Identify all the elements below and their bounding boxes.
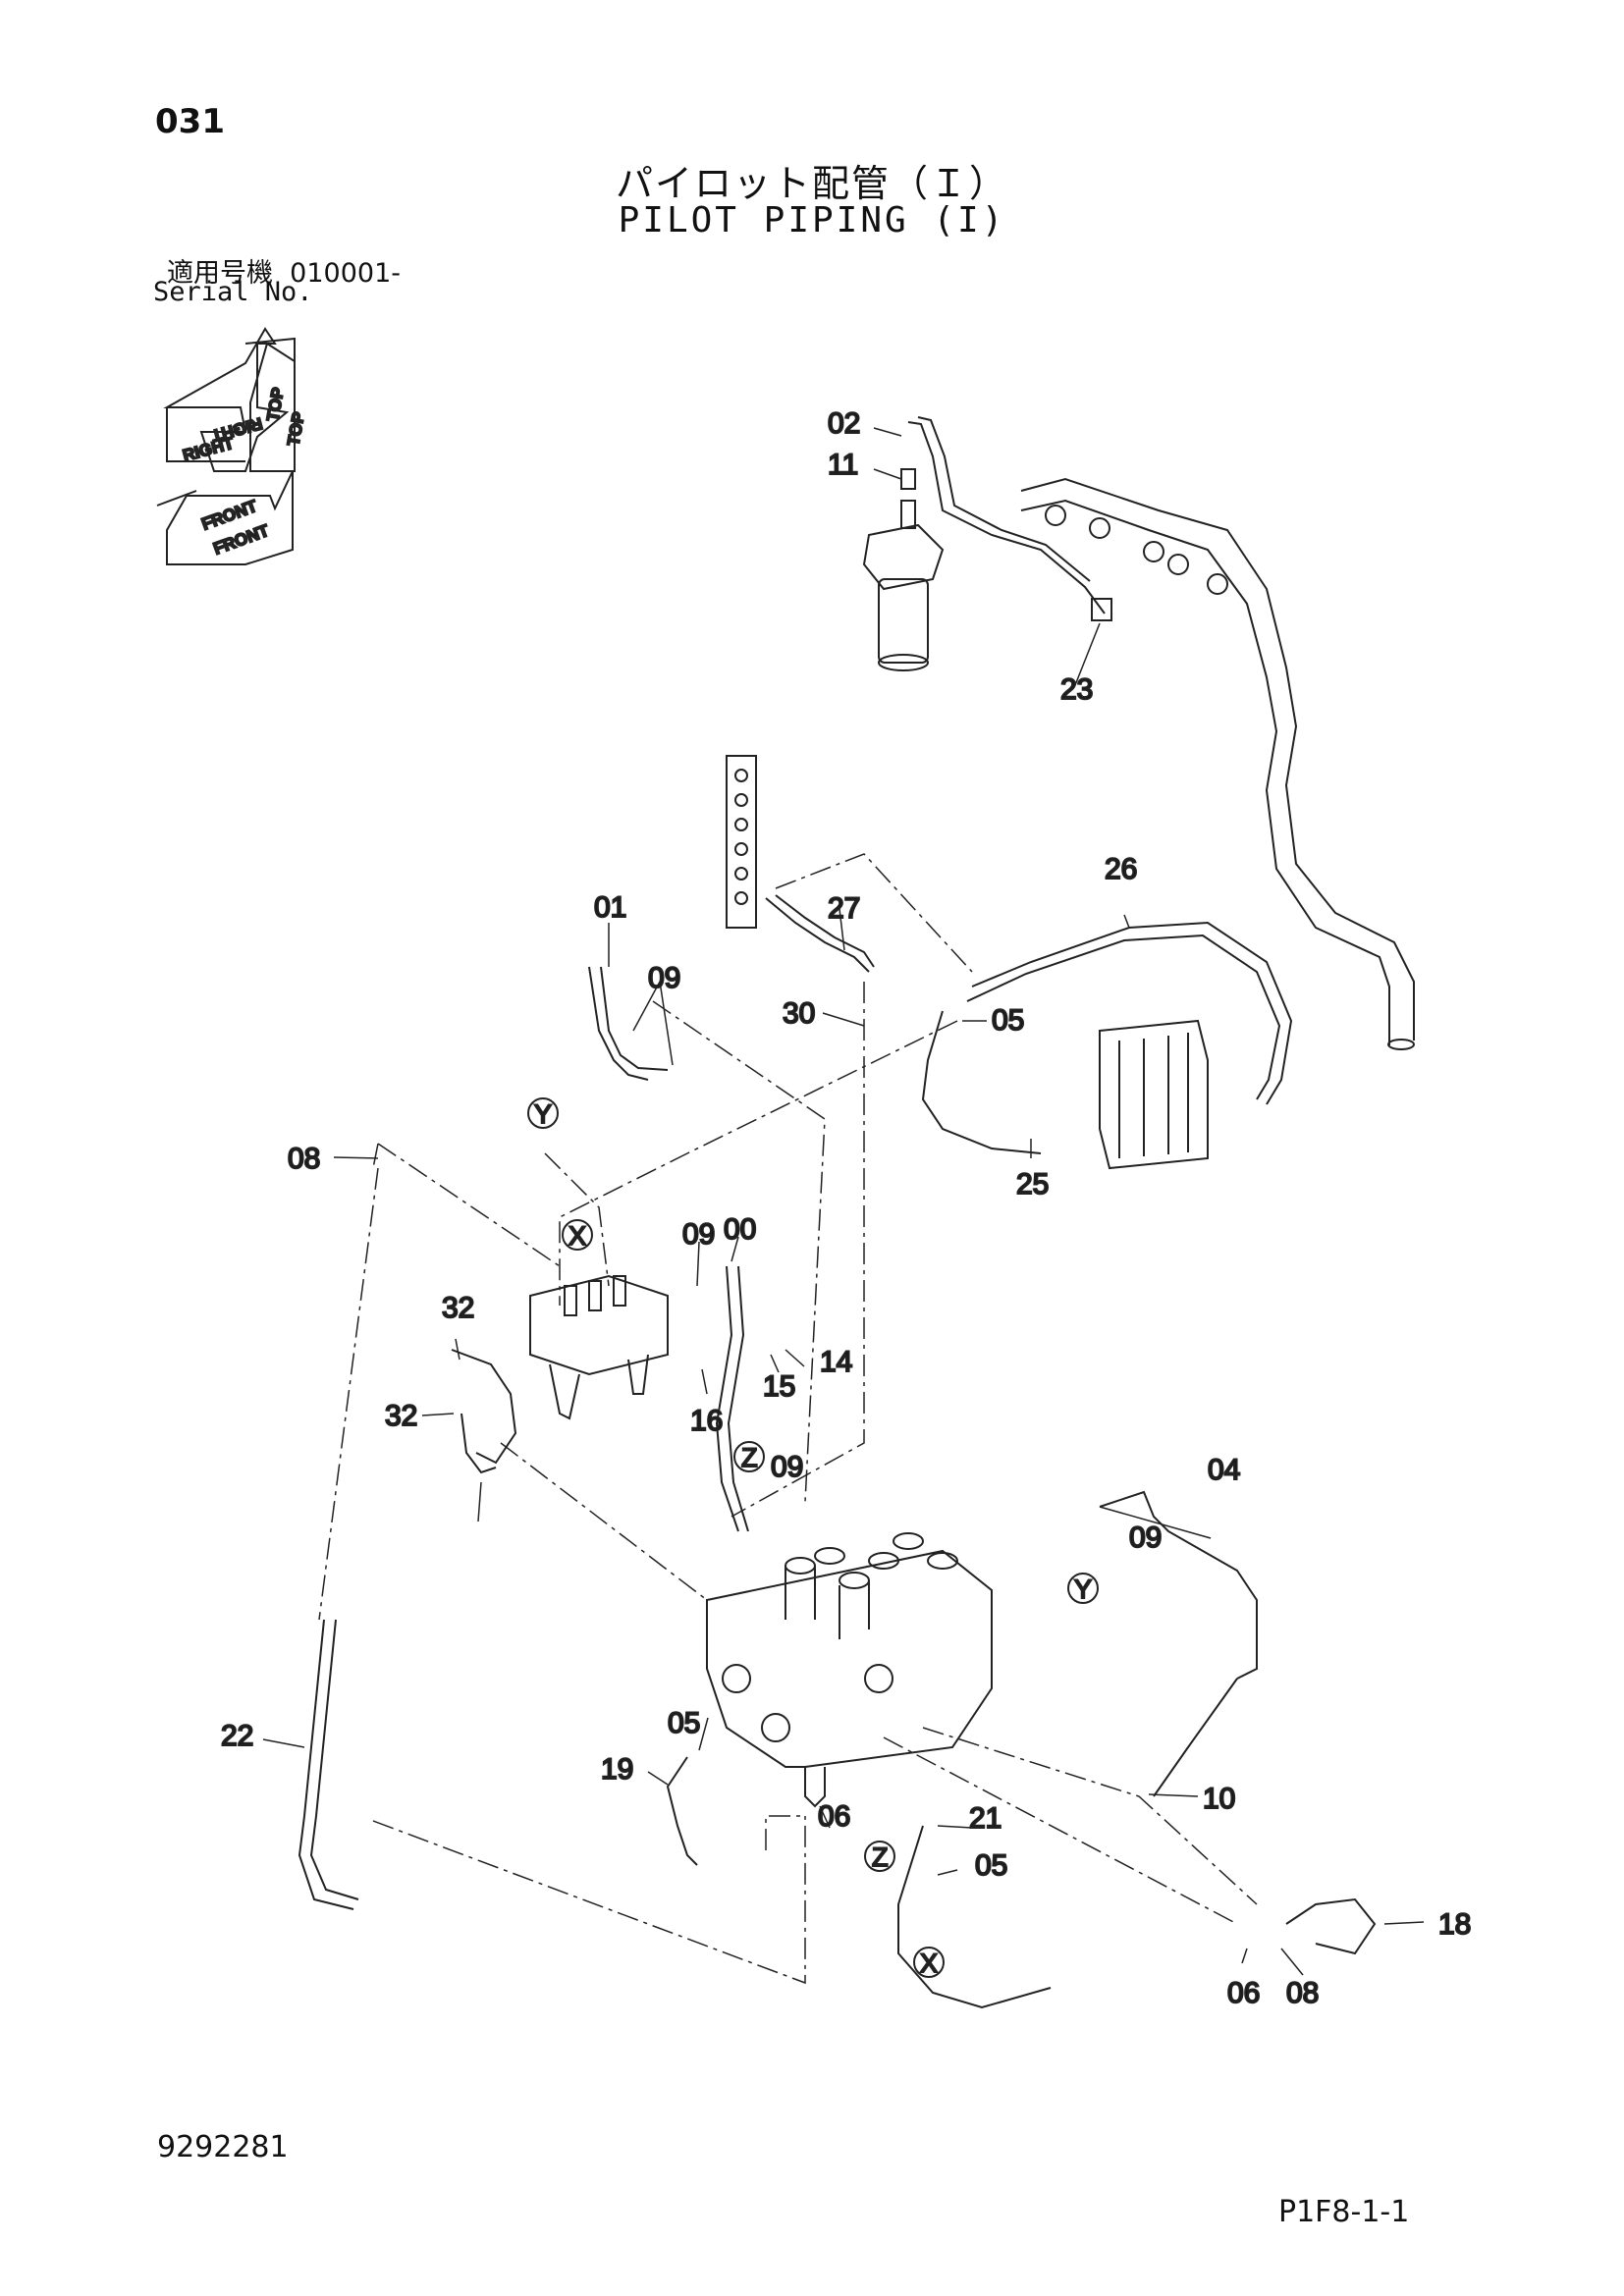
serial-range: 010001-	[290, 258, 401, 289]
callout-08-a: 08	[288, 1143, 320, 1175]
ref-marker-z-2: Z	[872, 1842, 889, 1872]
callout-09-d: 09	[1129, 1522, 1162, 1554]
callout-30-b: 32	[385, 1400, 417, 1432]
reference-markers: Y X Z Y Z X	[527, 1097, 1099, 1979]
ref-marker-z-1: Z	[741, 1443, 758, 1472]
callout-05-b: 05	[668, 1707, 700, 1739]
callout-leaders	[262, 427, 1425, 1976]
callout-04: 02	[828, 407, 860, 440]
callout-19: 19	[601, 1753, 633, 1786]
callout-02: 04	[1208, 1454, 1240, 1486]
callout-05-a: 05	[992, 1004, 1024, 1037]
pilot-valve	[529, 1274, 669, 1420]
callout-25: 26	[1105, 853, 1137, 885]
orientation-top-label: TOP	[263, 386, 288, 422]
title-english: PILOT PIPING (I)	[618, 200, 1006, 240]
leader-lines	[318, 853, 1258, 1985]
control-valve-small	[1099, 1019, 1209, 1170]
callout-22: 23	[1060, 673, 1093, 706]
serial-label-jp: 適用号機 010001-	[167, 251, 401, 290]
callout-labels: 02 11 23 26 27 01 09 30 05 25 08 09 00 3…	[220, 406, 1472, 2010]
callout-09-b: 09	[682, 1218, 715, 1251]
callout-08-b: 08	[1286, 1977, 1319, 2009]
pilot-hoses	[298, 894, 1377, 2009]
callout-00: 00	[724, 1213, 756, 1246]
ref-marker-y-1: Y	[534, 1099, 552, 1129]
pilot-filter	[862, 416, 1112, 671]
callout-05-c: 05	[975, 1849, 1007, 1882]
callout-30-a: 32	[442, 1292, 474, 1324]
main-control-valve	[706, 1532, 993, 1808]
distribution-block	[726, 755, 757, 929]
callout-21: 21	[969, 1802, 1001, 1835]
callout-16: 16	[690, 1405, 723, 1437]
ref-marker-x-2: X	[920, 1949, 938, 1978]
callout-18: 18	[1438, 1908, 1471, 1941]
orientation-indicator: TOP TOP RIGHT RIGHT FRONT FRONT	[156, 327, 309, 565]
callout-11: 11	[828, 449, 858, 481]
callout-23: 22	[221, 1720, 253, 1752]
callout-15: 15	[763, 1370, 795, 1403]
page-number: 031	[155, 102, 225, 141]
hydraulic-manifold-pipe	[1020, 477, 1415, 1050]
page-code: P1F8-1-1	[1278, 2195, 1410, 2229]
document-number: 9292281	[157, 2130, 289, 2164]
callout-09-a: 09	[648, 962, 680, 994]
callout-10: 10	[1203, 1783, 1235, 1815]
callout-26: 27	[828, 892, 860, 925]
callout-06-b: 06	[1227, 1977, 1260, 2009]
callout-27: 30	[783, 997, 815, 1030]
ref-marker-x-1: X	[568, 1221, 586, 1251]
callout-20: 25	[1016, 1168, 1049, 1201]
orientation-top-label-2: TOP	[284, 410, 308, 447]
callout-09-c: 09	[771, 1451, 803, 1483]
serial-label-jp-text: 適用号機	[167, 258, 273, 289]
callout-14: 14	[820, 1346, 852, 1378]
callout-01: 01	[594, 891, 626, 924]
callout-06-a: 06	[818, 1800, 850, 1833]
serial-label-en: Serial No.	[153, 277, 313, 307]
ref-marker-y-2: Y	[1074, 1575, 1092, 1604]
title-japanese: パイロット配管（Ｉ）	[615, 162, 1008, 205]
